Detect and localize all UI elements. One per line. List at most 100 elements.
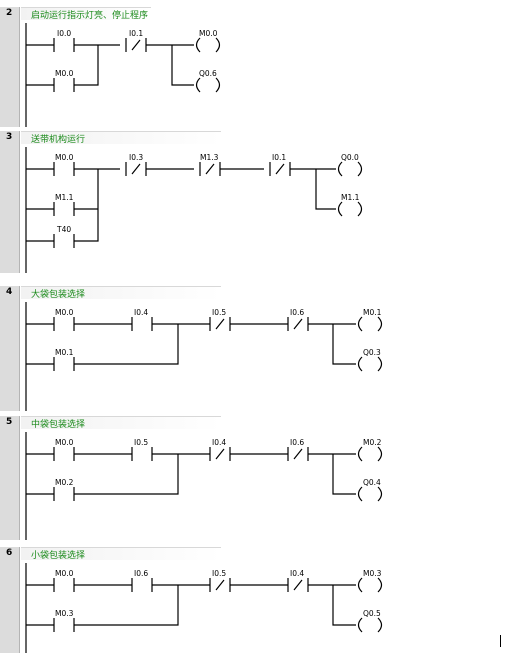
network-5: 5 中袋包装选择 M0.0 I0.5 M0.2 I0.4 I0.6: [0, 416, 508, 540]
network-comment[interactable]: 大袋包装选择: [31, 290, 86, 300]
coil-label: M1.1: [341, 193, 360, 202]
contact-label: I0.5: [212, 308, 226, 317]
contact-I0.5[interactable]: I0.5: [131, 438, 153, 461]
contact-label: M0.2: [55, 478, 74, 487]
coil-label: M0.1: [363, 308, 382, 317]
network-number-strip: 6: [0, 547, 20, 653]
wire: [171, 45, 194, 86]
coil-label: Q0.3: [363, 348, 381, 357]
network-number: 3: [6, 132, 13, 142]
coil-label: Q0.6: [199, 69, 217, 78]
contact-M0.0[interactable]: M0.0: [53, 69, 75, 92]
contact-T40[interactable]: T40: [53, 225, 75, 248]
network-comment[interactable]: 中袋包装选择: [31, 420, 86, 430]
contact-I0.3-nc[interactable]: I0.3: [125, 153, 147, 176]
contact-label: M0.0: [55, 438, 74, 447]
contact-M1.3-nc[interactable]: M1.3: [199, 153, 221, 176]
contact-I0.4[interactable]: I0.4: [131, 308, 153, 331]
contact-I0.4-nc[interactable]: I0.4: [209, 438, 231, 461]
network-comment[interactable]: 送带机构运行: [31, 135, 86, 145]
contact-label: M0.3: [55, 609, 74, 618]
coil-label: Q0.4: [363, 478, 381, 487]
network-comment[interactable]: 小袋包装选择: [31, 551, 86, 561]
network-number: 4: [6, 287, 13, 297]
contact-I0.5-nc[interactable]: I0.5: [209, 569, 231, 592]
wire: [74, 585, 179, 626]
coil-Q0.5[interactable]: Q0.5: [357, 609, 383, 633]
contact-label: I0.5: [212, 569, 226, 578]
wire: [332, 454, 356, 495]
contact-I0.0[interactable]: I0.0: [53, 29, 75, 52]
wire: [332, 585, 356, 626]
coil-M0.0[interactable]: M0.0: [195, 29, 221, 53]
contact-I0.6[interactable]: I0.6: [131, 569, 153, 592]
contact-M0.2[interactable]: M0.2: [53, 478, 75, 501]
network-6: 6 小袋包装选择 M0.0 I0.6 M0.3 I0.5 I0.4: [0, 547, 508, 653]
coil-M0.2[interactable]: M0.2: [357, 438, 383, 462]
coil-M0.1[interactable]: M0.1: [357, 308, 383, 332]
contact-I0.6-nc[interactable]: I0.6: [287, 438, 309, 461]
network-number: 6: [6, 548, 13, 558]
ladder-rung: M0.0 M1.1 T40 I0.3 M1.3 I0.1 Q0.0 M1.1: [25, 147, 363, 273]
ladder-rung: M0.0 I0.6 M0.3 I0.5 I0.4 M0.3 Q0.5: [25, 563, 383, 653]
contact-I0.1-nc[interactable]: I0.1: [269, 153, 291, 176]
wire: [74, 169, 99, 242]
ladder-rung: M0.0 I0.4 M0.1 I0.5 I0.6 M0.1 Q0.3: [25, 302, 383, 411]
coil-Q0.3[interactable]: Q0.3: [357, 348, 383, 372]
coil-Q0.6[interactable]: Q0.6: [195, 69, 221, 93]
contact-M0.0[interactable]: M0.0: [53, 308, 75, 331]
coil-label: Q0.0: [341, 153, 359, 162]
contact-label: T40: [56, 225, 71, 234]
contact-I0.4-nc[interactable]: I0.4: [287, 569, 309, 592]
contact-label: I0.4: [134, 308, 148, 317]
contact-label: I0.0: [57, 29, 71, 38]
coil-M0.3[interactable]: M0.3: [357, 569, 383, 593]
contact-label: I0.3: [129, 153, 143, 162]
contact-I0.1-nc[interactable]: I0.1: [125, 29, 147, 52]
coil-Q0.4[interactable]: Q0.4: [357, 478, 383, 502]
contact-label: M0.1: [55, 348, 74, 357]
contact-M0.1[interactable]: M0.1: [53, 348, 75, 371]
network-number: 2: [6, 8, 13, 18]
wire: [332, 324, 356, 365]
contact-label: I0.1: [129, 29, 143, 38]
contact-label: M0.0: [55, 569, 74, 578]
contact-label: I0.6: [134, 569, 148, 578]
contact-I0.6-nc[interactable]: I0.6: [287, 308, 309, 331]
network-2: 2 启动运行指示灯亮、停止程序 I0.0 M0.0 I0.1 M0.0: [0, 7, 508, 127]
contact-M0.0[interactable]: M0.0: [53, 569, 75, 592]
contact-label: M0.0: [55, 69, 74, 78]
contact-label: I0.4: [212, 438, 226, 447]
contact-label: I0.5: [134, 438, 148, 447]
network-header-bar: [21, 547, 221, 560]
contact-M0.0[interactable]: M0.0: [53, 153, 75, 176]
contact-M0.3[interactable]: M0.3: [53, 609, 75, 632]
coil-label: M0.0: [199, 29, 218, 38]
contact-label: I0.6: [290, 308, 304, 317]
coil-label: Q0.5: [363, 609, 381, 618]
contact-label: M1.1: [55, 193, 74, 202]
contact-label: I0.1: [272, 153, 286, 162]
network-comment[interactable]: 启动运行指示灯亮、停止程序: [31, 11, 149, 21]
contact-I0.5-nc[interactable]: I0.5: [209, 308, 231, 331]
network-number-strip: 4: [0, 286, 20, 411]
wire: [315, 169, 336, 210]
network-header-bar: [21, 416, 221, 429]
coil-label: M0.2: [363, 438, 382, 447]
ladder-rung: M0.0 I0.5 M0.2 I0.4 I0.6 M0.2 Q0.4: [25, 432, 383, 540]
network-header-bar: [21, 286, 221, 299]
coil-Q0.0[interactable]: Q0.0: [337, 153, 363, 177]
contact-M1.1[interactable]: M1.1: [53, 193, 75, 216]
network-number-strip: 3: [0, 131, 20, 273]
network-header-bar: [21, 7, 151, 20]
contact-label: I0.4: [290, 569, 304, 578]
coil-M1.1[interactable]: M1.1: [337, 193, 363, 217]
coil-label: M0.3: [363, 569, 382, 578]
contact-M0.0[interactable]: M0.0: [53, 438, 75, 461]
contact-label: M1.3: [200, 153, 219, 162]
network-3: 3 送带机构运行 M0.0 M1.1 T40 I0.3: [0, 131, 508, 273]
wire: [74, 454, 179, 495]
text-cursor: [500, 635, 501, 647]
network-header-bar: [21, 131, 221, 144]
network-4: 4 大袋包装选择 M0.0 I0.4 M0.1 I0.5 I0.6: [0, 286, 508, 411]
